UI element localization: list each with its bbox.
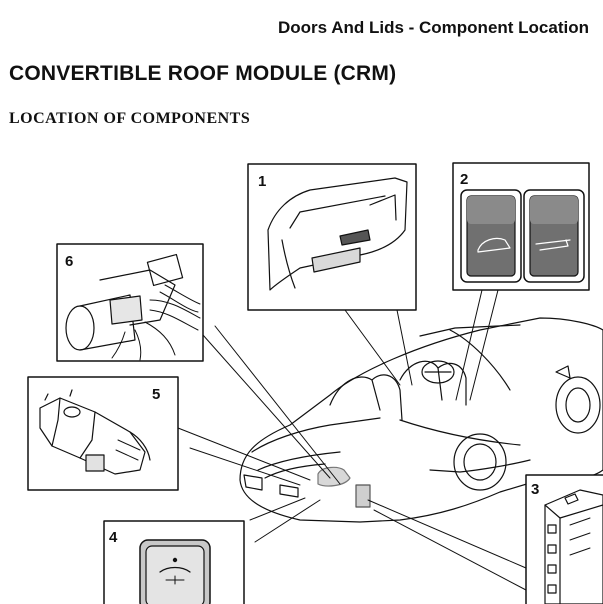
panel-console-switch: 4: [103, 520, 245, 604]
panel-door: 1: [247, 163, 417, 311]
callout-label-6: 6: [65, 253, 73, 270]
panel-roof-switch: 2: [452, 162, 590, 291]
page-title: CONVERTIBLE ROOF MODULE (CRM): [9, 62, 397, 85]
callout-label-4: 4: [109, 529, 118, 546]
panel-hydraulic-pump: 6: [56, 243, 204, 362]
header-title: Doors And Lids - Component Location: [277, 18, 589, 37]
callout-label-1: 1: [258, 173, 266, 190]
car-illustration: [239, 317, 603, 523]
callout-label-3: 3: [531, 481, 539, 498]
section-title: LOCATION OF COMPONENTS: [9, 110, 251, 127]
callout-label-2: 2: [460, 171, 468, 188]
panel-motor: 5: [27, 376, 179, 491]
leader-lines: [177, 289, 527, 591]
panel-control-module: 3: [525, 474, 603, 604]
callout-label-5: 5: [152, 386, 160, 403]
